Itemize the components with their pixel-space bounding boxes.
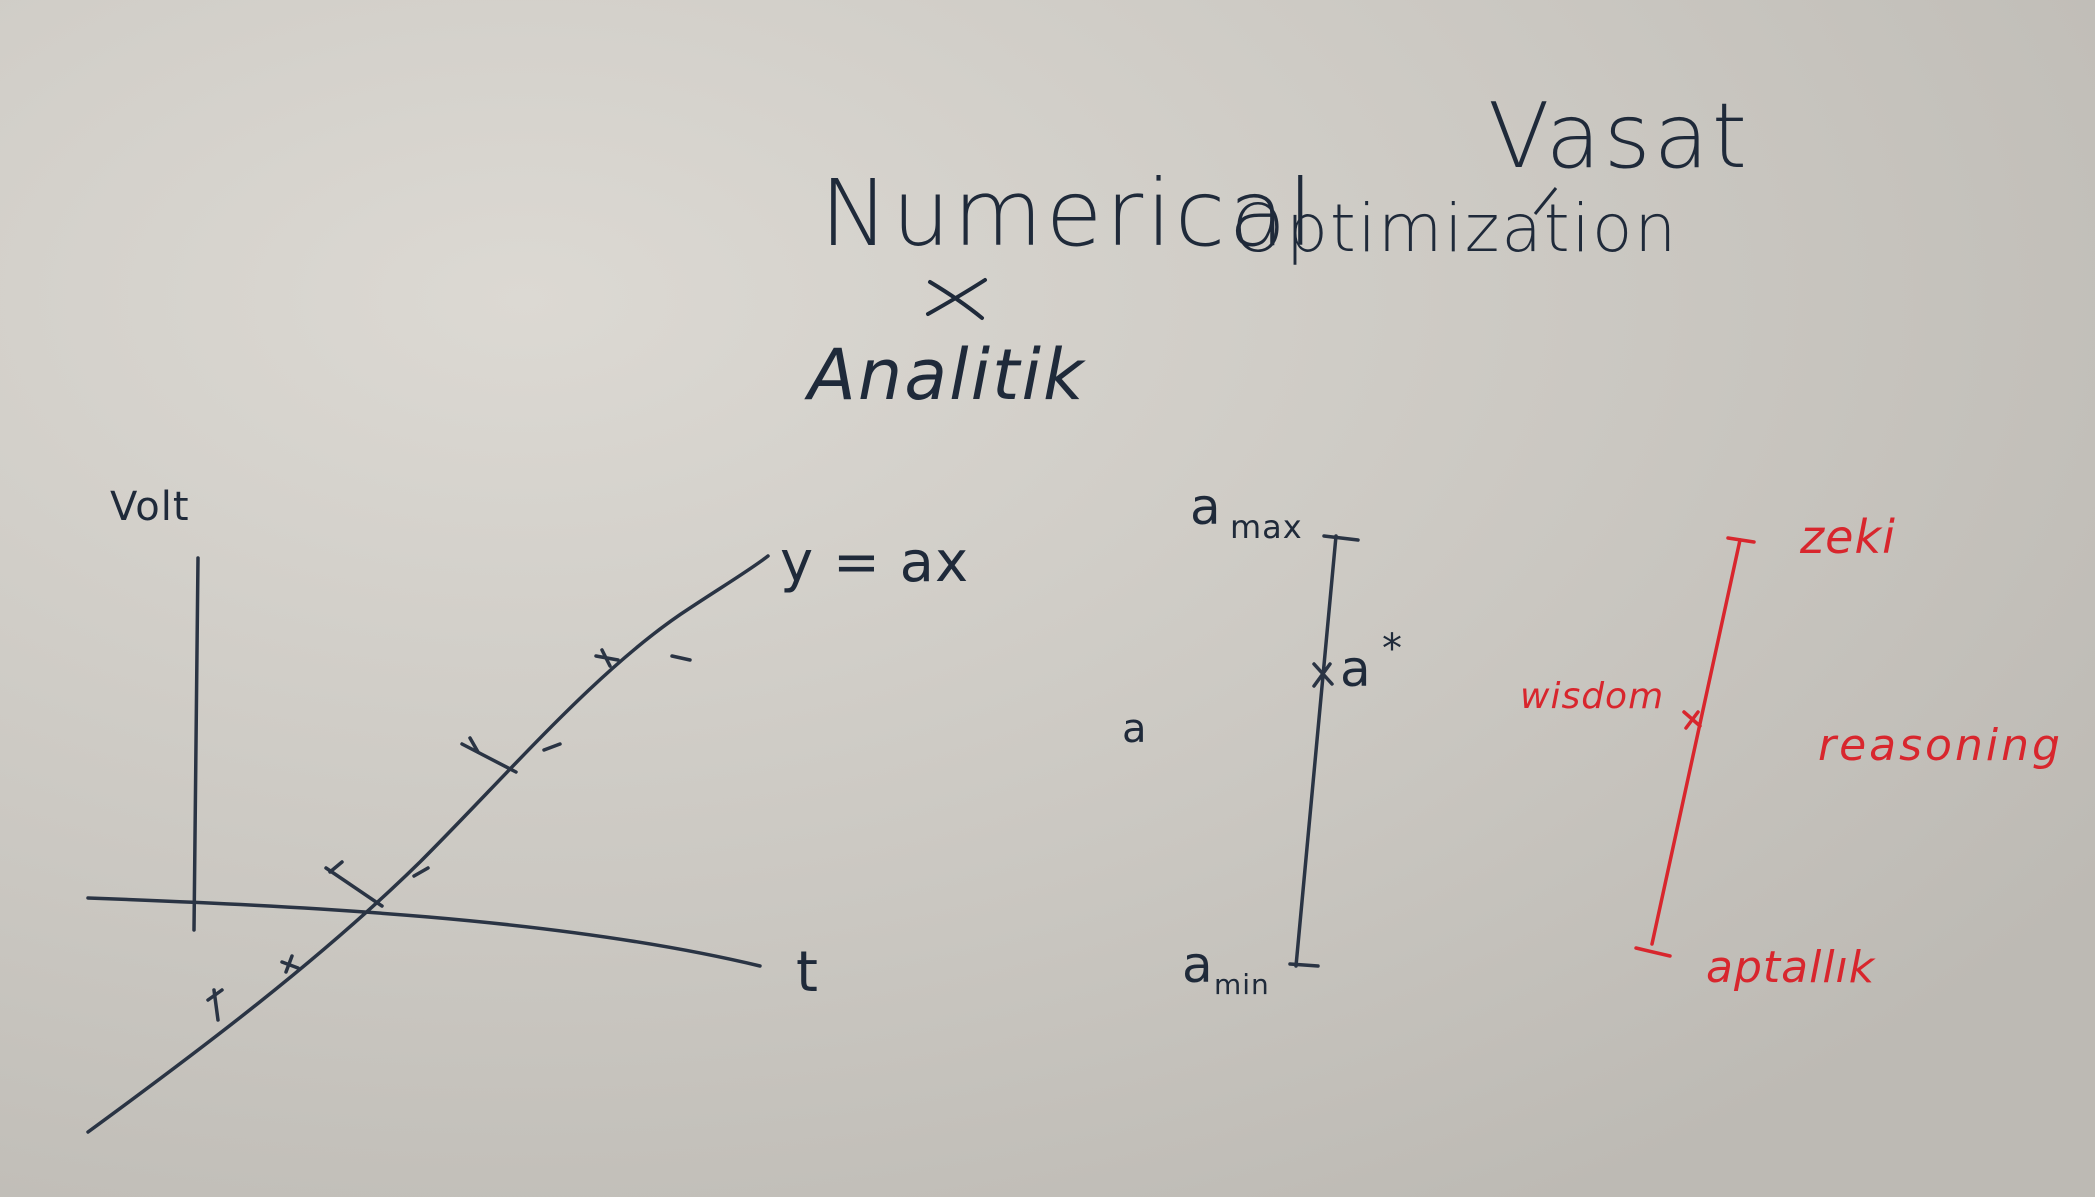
red-top-label: zeki	[1800, 510, 1896, 564]
red-scale-top-cap	[1726, 536, 1756, 544]
title-vasat: Vasat	[1488, 84, 1751, 189]
cross-mark	[926, 278, 987, 320]
red-middle-label: wisdom	[1520, 676, 1665, 717]
title-numerical: Numerical	[820, 160, 1317, 267]
x-axis-label: t	[796, 940, 819, 1005]
red-scale-bar	[1634, 536, 1756, 958]
a-min-subscript: min	[1214, 968, 1270, 1001]
equation-label: y = ax	[780, 530, 970, 595]
a-star-label: a	[1340, 640, 1372, 698]
left-plot	[86, 554, 770, 1134]
a-max-subscript: max	[1230, 508, 1303, 546]
vasat-pointer-line	[1533, 187, 1558, 215]
scale-top-cap	[1322, 534, 1360, 542]
scale-bottom-cap	[1288, 962, 1320, 968]
title-optimization: Optimization	[1232, 190, 1679, 267]
y-axis-label: Volt	[110, 484, 190, 530]
a-max-label: a	[1190, 478, 1222, 536]
red-scale-bottom-cap	[1634, 946, 1672, 958]
y-axis	[192, 556, 200, 932]
red-bottom-label: aptallık	[1706, 942, 1876, 993]
a-min-label: a	[1182, 936, 1214, 994]
red-side-label: reasoning	[1818, 720, 2063, 771]
red-scale-mid-mark	[1682, 710, 1702, 730]
a-scale-bar	[1288, 534, 1360, 968]
a-star-superscript: *	[1382, 626, 1403, 672]
scale-line	[1294, 534, 1338, 968]
variable-label: a	[1122, 706, 1148, 752]
fit-line	[86, 554, 770, 1134]
title-analitik: Analitik	[808, 334, 1086, 416]
red-scale-line	[1650, 538, 1742, 946]
x-axis	[86, 896, 762, 968]
scale-optimum-mark	[1312, 662, 1334, 688]
